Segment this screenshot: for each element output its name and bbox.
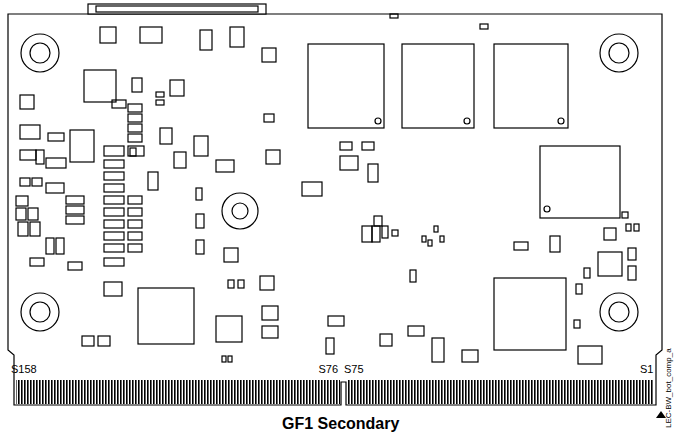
pin-label: S75 — [344, 364, 364, 375]
caption: GF1 Secondary — [282, 416, 399, 432]
pin-label: S76 — [318, 364, 338, 375]
drawing-id: LEC-BW_bot_comp_a — [665, 348, 673, 428]
pin-label: S158 — [11, 364, 37, 375]
pin-label: S1 — [640, 364, 653, 375]
